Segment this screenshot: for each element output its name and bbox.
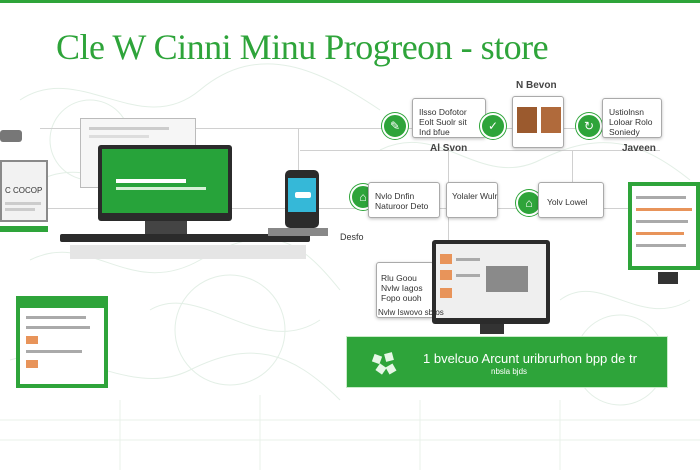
photo-card[interactable] xyxy=(512,96,564,148)
mid-left-card[interactable]: Nvlo Dnfin Naturoor Deto xyxy=(368,182,440,218)
lower-left-tablet xyxy=(16,296,108,388)
mid-right-card[interactable]: Yolv Lowel xyxy=(538,182,604,218)
connector-line xyxy=(0,208,640,209)
leaf-icon[interactable]: ✎ xyxy=(382,113,408,139)
top-right-card[interactable]: Ustiolnsn Loloar Rolo Soniedy xyxy=(602,98,662,138)
phone-device xyxy=(285,170,319,228)
left-device-label: C COCOP xyxy=(5,186,43,195)
card-line: Nvlo Dnfin xyxy=(375,191,415,201)
card-line: Rlu Goou xyxy=(381,273,417,283)
card-line: Ind bfue xyxy=(419,127,450,137)
card-line: Ustiolnsn xyxy=(609,107,644,117)
connector-line xyxy=(572,150,573,190)
card-line: Naturoor Deto xyxy=(375,201,429,211)
phone-stand xyxy=(268,228,328,236)
card-line: Loloar Rolo xyxy=(609,117,653,127)
card-line: Eolt Suolr sit xyxy=(419,117,467,127)
camera-icon xyxy=(0,130,22,142)
al-svon-label: Al Svon xyxy=(430,143,468,154)
card-line: Soniedy xyxy=(609,127,640,137)
card-line: Yolaler Wulr xyxy=(452,191,498,201)
banner-sub-text: nbsla bjds xyxy=(491,367,528,376)
lower-left-card[interactable]: Rlu Goou Nvlw Iagos Fopo ouoh xyxy=(376,262,434,318)
main-monitor-screen xyxy=(102,149,228,213)
page-title: Cle W Cinni Minu Progreon - store xyxy=(56,27,549,67)
desk-surface xyxy=(70,245,306,259)
javeen-label: Javeen xyxy=(622,143,656,154)
card-line: Yolv Lowel xyxy=(547,197,588,207)
left-device-base xyxy=(0,226,48,232)
card-line: Ilsso Dofotor xyxy=(419,107,467,117)
main-monitor xyxy=(98,145,232,221)
right-monitor-stand xyxy=(658,272,678,284)
shuffle-icon xyxy=(371,352,397,375)
top-left-card[interactable]: Ilsso Dofotor Eolt Suolr sit Ind bfue xyxy=(412,98,486,138)
banner-main-text: 1 bvelcuo Arcunt uribrurhon bpp de tr xyxy=(423,351,637,366)
card-line: Nvlw Iagos xyxy=(381,283,423,293)
card-line: Fopo ouoh xyxy=(381,293,422,303)
connector-line xyxy=(300,150,660,151)
connector-line xyxy=(448,216,449,246)
sync-icon[interactable]: ↻ xyxy=(576,113,602,139)
lower-main-window xyxy=(432,240,550,324)
monitor-stand xyxy=(145,221,187,235)
n-bevon-label: N Bevon xyxy=(516,80,557,91)
connector-line xyxy=(448,150,449,190)
info-banner[interactable]: 1 bvelcuo Arcunt uribrurhon bpp de tr nb… xyxy=(346,336,668,388)
mid-center-card[interactable]: Yolaler Wulr xyxy=(446,182,498,218)
edit-icon[interactable]: ⌂ xyxy=(516,190,542,216)
check-icon[interactable]: ✓ xyxy=(480,113,506,139)
desfo-label: Desfo xyxy=(340,232,364,242)
top-accent-line xyxy=(0,0,700,3)
connector-line xyxy=(40,128,660,129)
lower-caption: Nvlw Iswovo sb os xyxy=(378,308,444,317)
left-device-screen: C COCOP xyxy=(0,160,48,222)
right-monitor xyxy=(628,182,700,270)
lower-window-stand xyxy=(480,324,504,334)
keyboard xyxy=(60,234,310,242)
